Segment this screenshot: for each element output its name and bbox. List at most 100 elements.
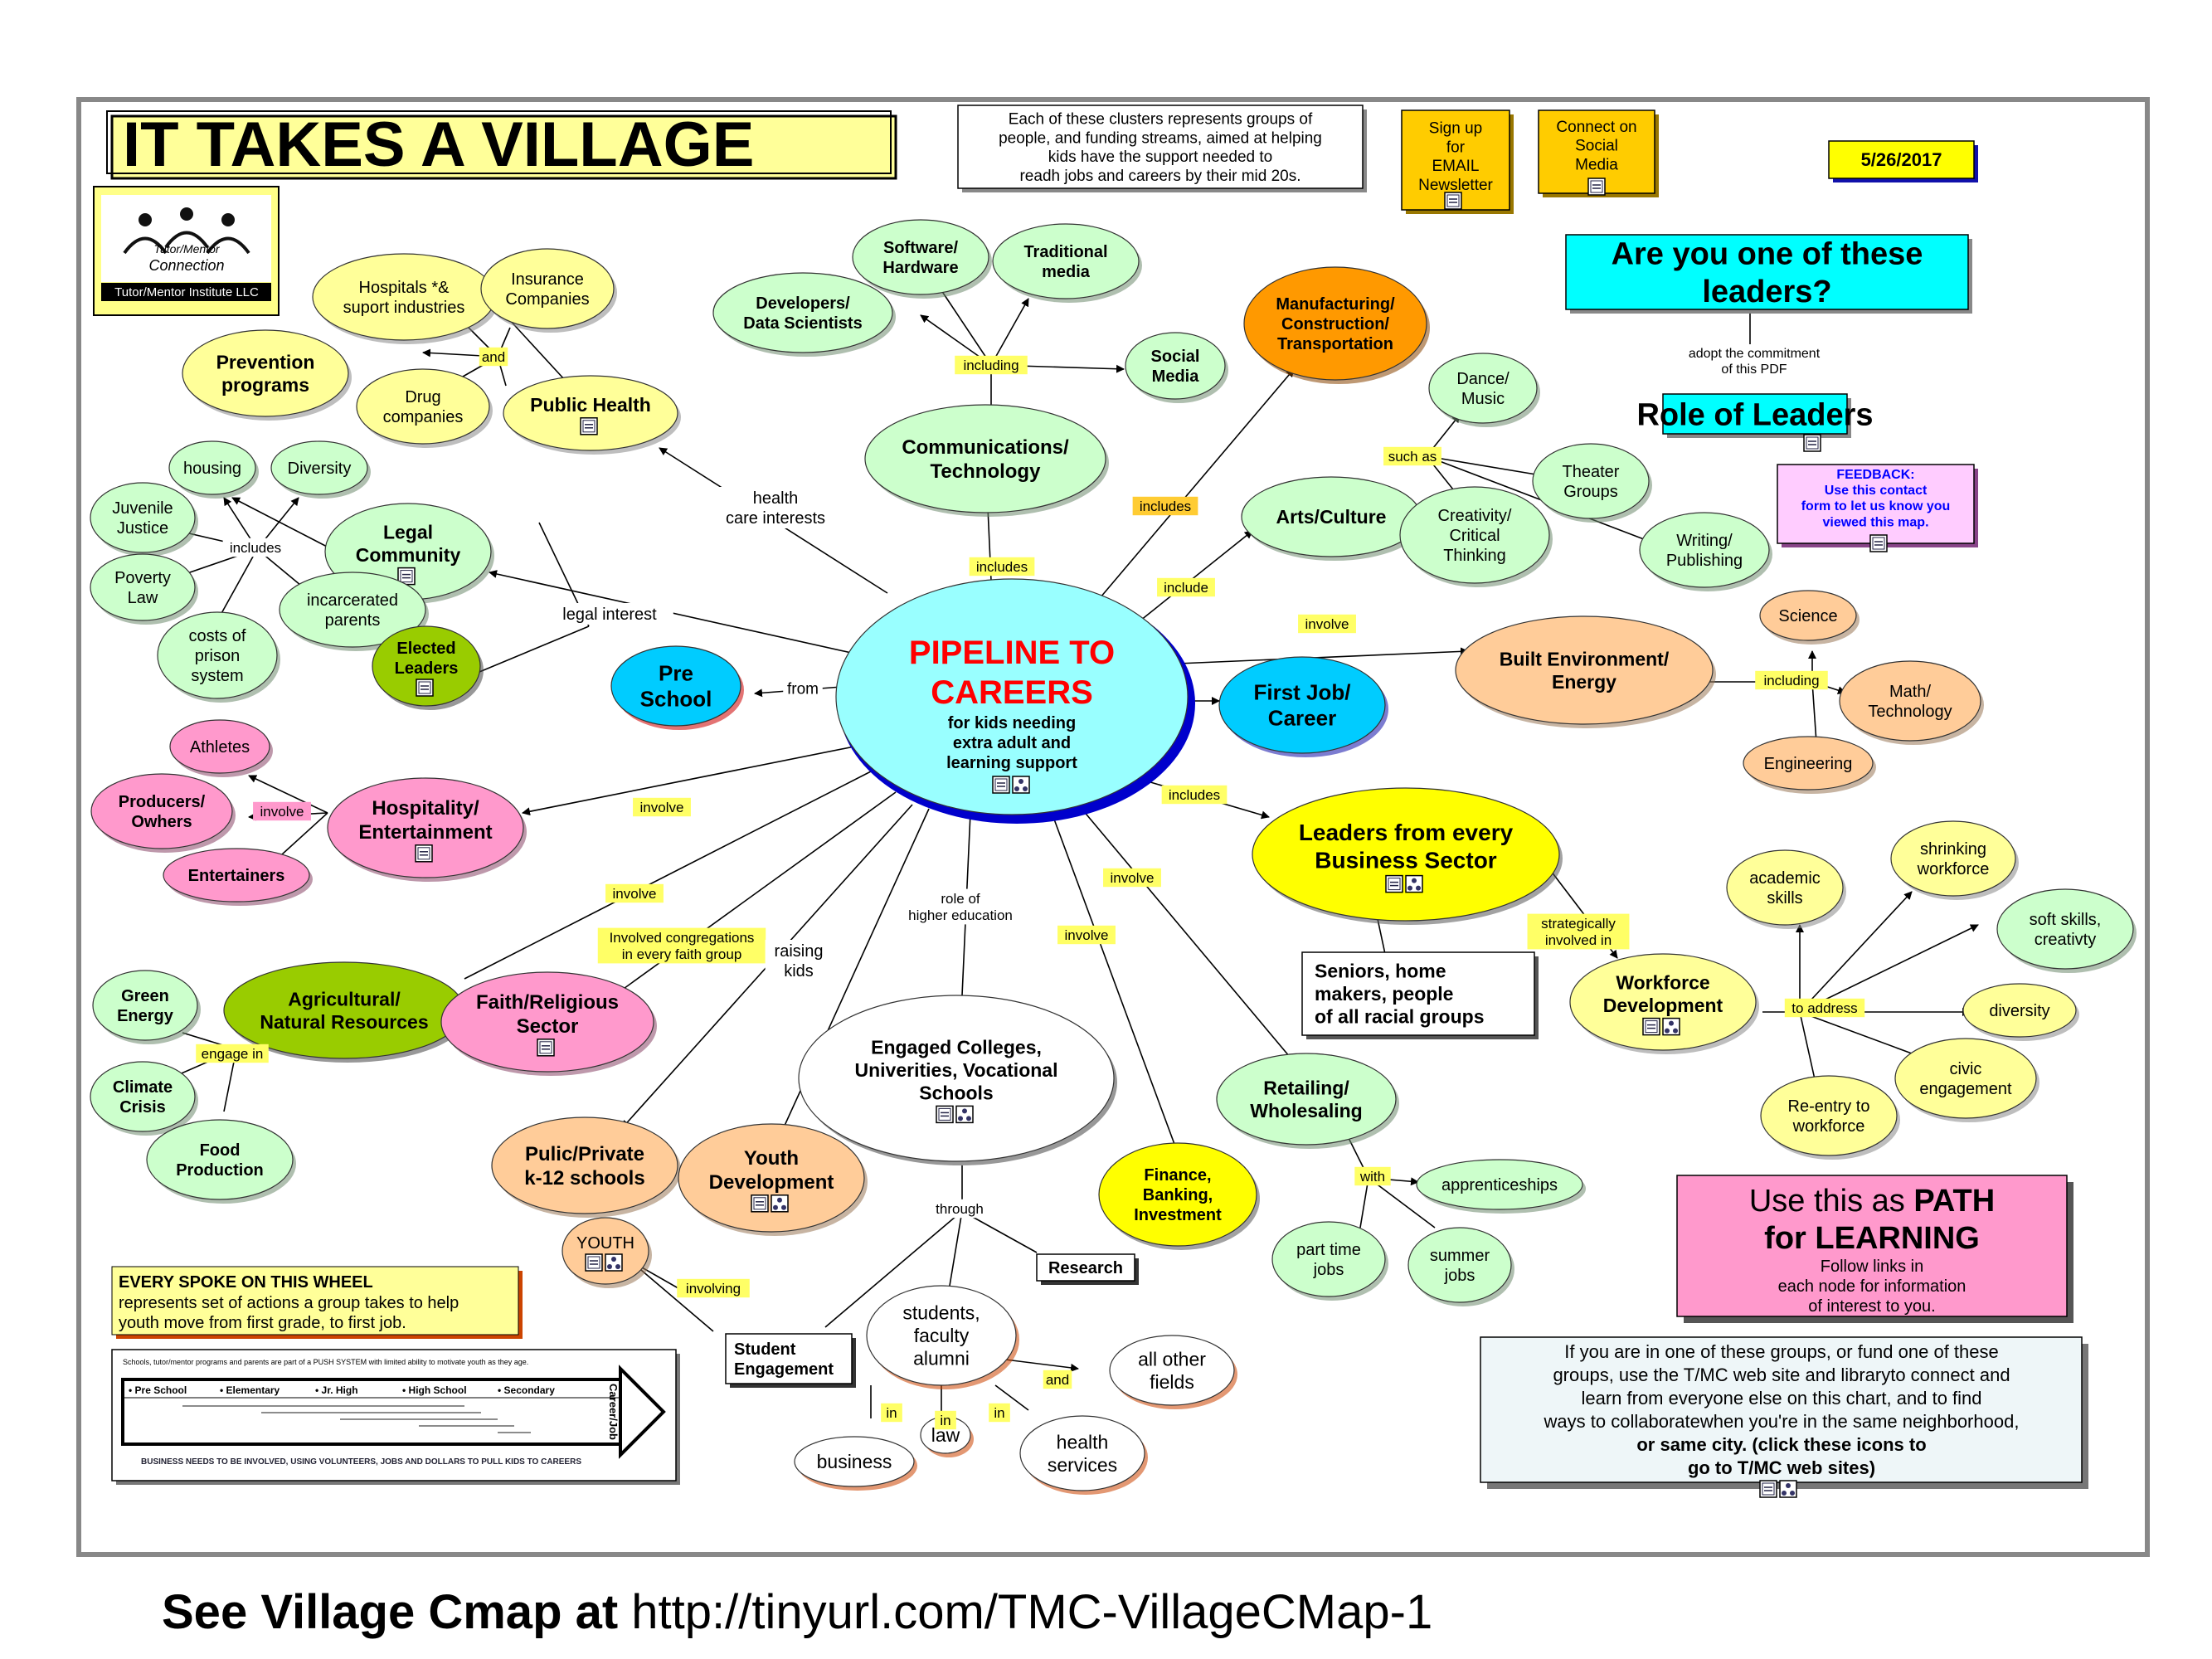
node-colleges[interactable]: Engaged Colleges,Univerities, Vocational… bbox=[798, 995, 1117, 1165]
node-label: Athletes bbox=[190, 738, 250, 757]
node-software[interactable]: Software/Hardware bbox=[852, 219, 992, 299]
resource-icon[interactable] bbox=[415, 844, 433, 863]
node-diversity-right[interactable]: diversity bbox=[1962, 983, 2079, 1041]
resource-icon[interactable] bbox=[537, 1039, 555, 1057]
node-entertainers[interactable]: Entertainers bbox=[163, 848, 313, 906]
cmap-icon[interactable] bbox=[955, 1105, 974, 1124]
node-science[interactable]: Science bbox=[1759, 590, 1860, 645]
resource-icon[interactable] bbox=[416, 679, 434, 697]
node-hospitals[interactable]: Hospitals *&suport industries bbox=[312, 253, 498, 344]
resource-icon[interactable] bbox=[1759, 1480, 1777, 1498]
node-dance[interactable]: Dance/Music bbox=[1428, 353, 1540, 427]
node-hospitality[interactable]: Hospitality/Entertainment bbox=[327, 777, 527, 882]
node-public-health[interactable]: Public Health bbox=[503, 375, 681, 455]
newsletter-link-icon[interactable] bbox=[1444, 192, 1462, 210]
node-business[interactable]: business bbox=[794, 1436, 917, 1491]
resource-icon[interactable] bbox=[992, 776, 1010, 794]
cmap-icon[interactable] bbox=[1779, 1480, 1797, 1498]
node-label-line: Companies bbox=[505, 290, 589, 309]
link-label: involve bbox=[613, 886, 657, 902]
node-label-line: Traditional bbox=[1023, 243, 1107, 261]
node-manufacturing[interactable]: Manufacturing/Construction/Transportatio… bbox=[1243, 266, 1430, 384]
resource-icon[interactable] bbox=[580, 417, 598, 435]
node-writing[interactable]: Writing/Publishing bbox=[1639, 512, 1772, 591]
node-youth[interactable]: YOUTH bbox=[562, 1217, 652, 1288]
node-diversity-top[interactable]: Diversity bbox=[270, 440, 371, 499]
role-of-leaders-link[interactable]: Role of Leaders bbox=[1636, 393, 1874, 438]
node-agricultural[interactable]: Agricultural/Natural Resources bbox=[223, 961, 468, 1063]
caption-url[interactable]: http://tinyurl.com/TMC-VillageCMap-1 bbox=[618, 1585, 1433, 1639]
resource-icon[interactable] bbox=[397, 567, 416, 586]
node-housing[interactable]: housing bbox=[168, 440, 259, 499]
resource-icon[interactable] bbox=[936, 1105, 954, 1124]
node-athletes[interactable]: Athletes bbox=[169, 719, 273, 777]
role-leaders-icon[interactable] bbox=[1803, 434, 1821, 452]
cmap-icon[interactable] bbox=[771, 1194, 789, 1213]
node-retailing[interactable]: Retailing/Wholesaling bbox=[1216, 1053, 1399, 1149]
node-producers[interactable]: Producers/Owhers bbox=[90, 773, 236, 853]
feedback-icon[interactable] bbox=[1869, 534, 1888, 552]
node-arts[interactable]: Arts/Culture bbox=[1241, 476, 1424, 561]
path-sub-line: of interest to you. bbox=[1808, 1297, 1935, 1316]
node-finance[interactable]: Finance,Banking,Investment bbox=[1098, 1142, 1260, 1250]
node-developers[interactable]: Developers/Data Scientists bbox=[712, 272, 896, 357]
cmap-icon[interactable] bbox=[1012, 776, 1030, 794]
cmap-icon[interactable] bbox=[605, 1253, 623, 1272]
cmap-icon[interactable] bbox=[1662, 1017, 1680, 1036]
node-label: housing bbox=[183, 460, 241, 478]
node-first-job[interactable]: First Job/Career bbox=[1218, 656, 1388, 757]
node-communications[interactable]: Communications/Technology bbox=[864, 404, 1109, 517]
link-label-line: involving bbox=[686, 1281, 741, 1297]
node-math[interactable]: Math/Technology bbox=[1839, 660, 1984, 745]
connector-line bbox=[596, 791, 897, 1009]
push-pull-pipeline-graphic[interactable]: Schools, tutor/mentor programs and paren… bbox=[111, 1349, 680, 1485]
resource-icon[interactable] bbox=[585, 1253, 603, 1272]
resource-icon[interactable] bbox=[1385, 874, 1403, 893]
node-soft-skills[interactable]: soft skills,creativty bbox=[1996, 888, 2137, 973]
resource-icon[interactable] bbox=[751, 1194, 769, 1213]
cmap-icon[interactable] bbox=[1405, 874, 1423, 893]
social-link-icon[interactable] bbox=[1587, 178, 1606, 196]
cmap-link-caption[interactable]: See Village Cmap at http://tinyurl.com/T… bbox=[162, 1584, 1432, 1640]
node-apprenticeships[interactable]: apprenticeships bbox=[1416, 1159, 1586, 1214]
node-built-env[interactable]: Built Environment/Energy bbox=[1455, 615, 1716, 728]
node-label-line: Elected bbox=[396, 640, 455, 658]
node-engineering[interactable]: Engineering bbox=[1743, 736, 1876, 794]
resource-icon[interactable] bbox=[1642, 1017, 1660, 1036]
